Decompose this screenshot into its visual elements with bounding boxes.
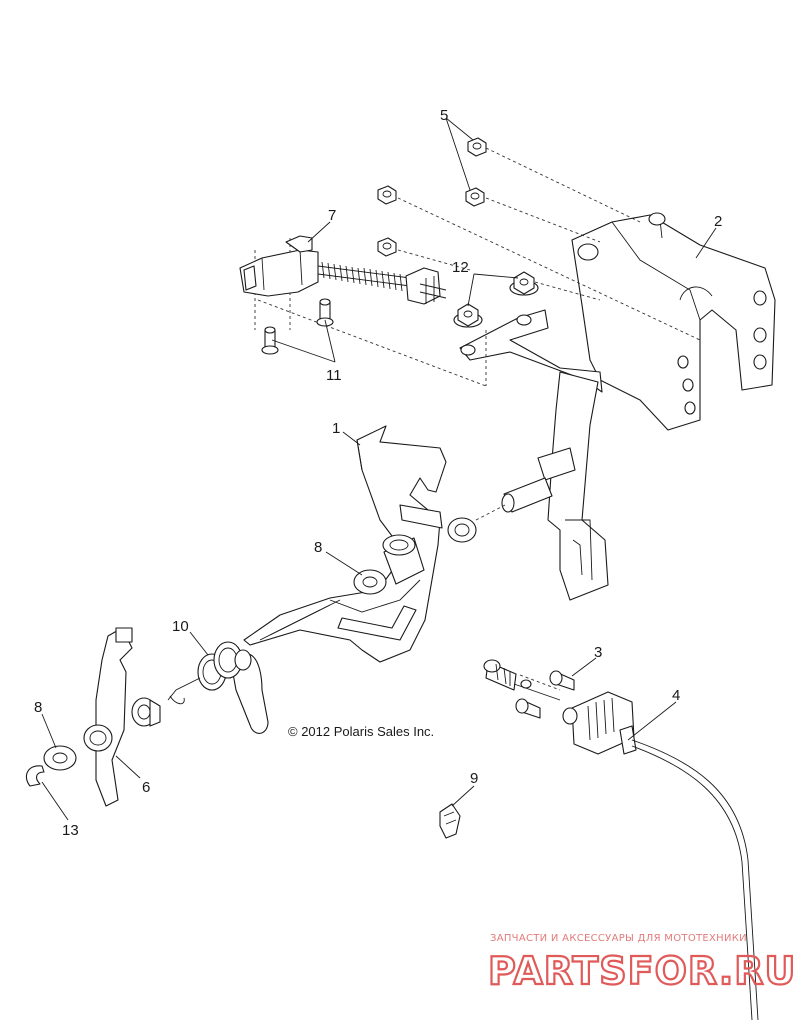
callout-numbers: 5 2 7 12 11 1 8 10 8 6 13 3 4 9 (34, 107, 722, 839)
shaft-bushing (447, 517, 477, 543)
callout-13: 13 (62, 822, 79, 839)
callout-8-lower: 8 (34, 699, 42, 716)
nut-left-lower (377, 237, 397, 257)
mounting-bracket (459, 212, 776, 601)
callout-3: 3 (594, 644, 602, 661)
callout-1: 1 (332, 420, 340, 437)
e-clip (25, 765, 45, 787)
brake-cable (631, 739, 759, 1021)
plate-bushing (131, 697, 161, 727)
rivet-left (261, 326, 279, 355)
callout-6: 6 (142, 779, 150, 796)
rivet-right (316, 298, 334, 327)
callout-8-upper: 8 (314, 539, 322, 556)
lever-plate (83, 627, 133, 807)
callout-11: 11 (326, 367, 342, 384)
pivot-bushing (382, 534, 425, 585)
clevis-pin-lower (515, 698, 541, 719)
switch-assembly (239, 235, 447, 305)
nut-left-upper (377, 185, 397, 205)
washer-lower (43, 745, 77, 771)
callout-12: 12 (452, 259, 469, 276)
torsion-spring (167, 641, 269, 734)
cable-end-fitting (483, 659, 561, 701)
nut-middle (465, 187, 485, 207)
callout-2: 2 (714, 213, 722, 230)
flange-nut-left (453, 303, 483, 328)
cable-clip (439, 803, 461, 839)
cable-mount-bracket (562, 691, 637, 755)
watermark: ЗАПЧАСТИ И АКСЕССУАРЫ ДЛЯ МОТОТЕХНИКИ PA… (487, 933, 797, 994)
copyright-text: © 2012 Polaris Sales Inc. (288, 724, 434, 739)
watermark-brand: PARTSFOR.RU (488, 949, 796, 993)
nut-top (467, 137, 487, 157)
callout-4: 4 (672, 687, 680, 704)
washer-upper (353, 569, 387, 595)
callout-5: 5 (440, 107, 448, 124)
watermark-tagline: ЗАПЧАСТИ И АКСЕССУАРЫ ДЛЯ МОТОТЕХНИКИ (490, 933, 747, 944)
clevis-pin-upper (549, 670, 575, 691)
callout-10: 10 (172, 618, 189, 635)
flange-nut-right (509, 271, 539, 296)
callout-7: 7 (328, 207, 336, 224)
leader-lines (41, 117, 717, 821)
callout-9: 9 (470, 770, 478, 787)
